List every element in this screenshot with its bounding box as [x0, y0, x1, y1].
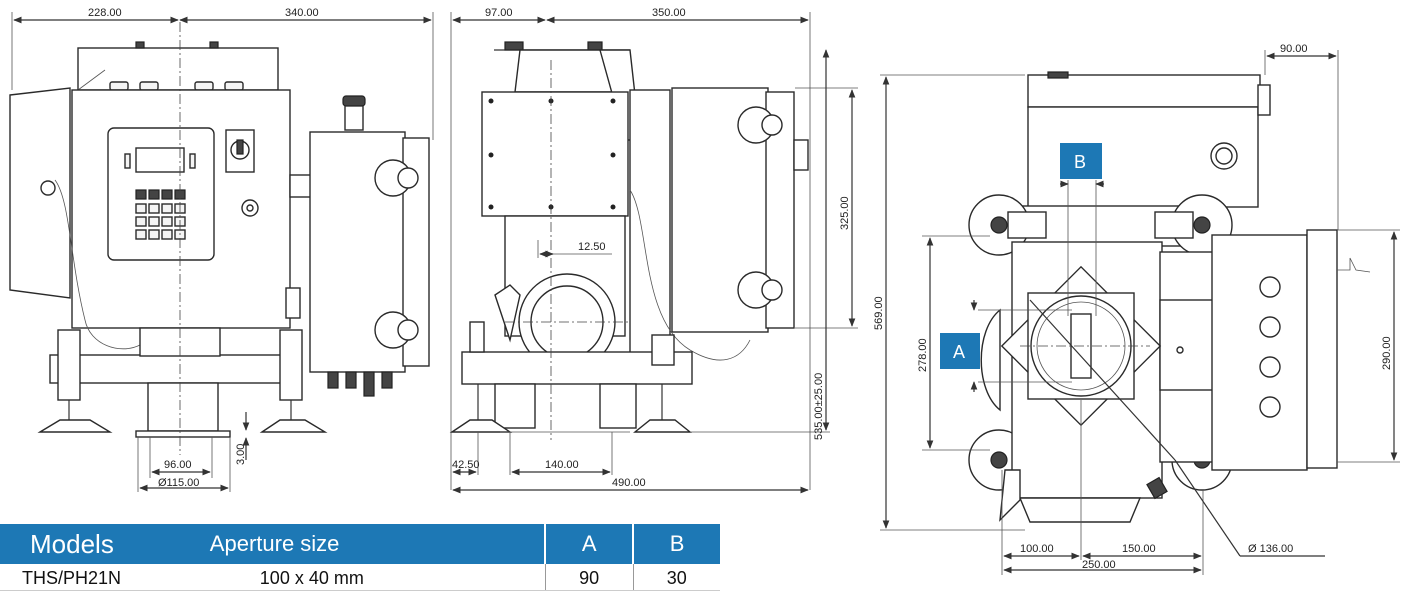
dim-front-340: 340.00	[285, 7, 319, 19]
tag-a: A	[940, 333, 980, 369]
dim-side-535: 535.00±25.00	[813, 373, 825, 440]
tag-a-label: A	[953, 342, 965, 362]
tag-b: B	[1060, 143, 1102, 179]
header-models: Models	[0, 524, 210, 564]
tag-b-label: B	[1074, 152, 1086, 172]
dim-side-12-5: 12.50	[578, 241, 606, 253]
dim-top-150: 150.00	[1122, 543, 1156, 555]
models-table: Models Aperture size A B THS/PH21N 100 x…	[0, 524, 720, 591]
technical-drawing: 228.00 340.00	[9, 7, 1400, 575]
header-aperture: Aperture size	[209, 524, 546, 564]
cell-model: THS/PH21N	[0, 564, 210, 591]
dim-top-90: 90.00	[1280, 43, 1308, 55]
dim-side-97: 97.00	[485, 7, 513, 19]
header-b: B	[632, 524, 720, 564]
top-view: 90.00	[873, 43, 1400, 575]
dim-side-325: 325.00	[839, 196, 851, 230]
dim-top-250: 250.00	[1082, 559, 1116, 571]
cell-aperture: 100 x 40 mm	[209, 564, 546, 591]
dim-front-96: 96.00	[164, 459, 192, 471]
dim-top-569: 569.00	[873, 296, 885, 330]
front-view: 228.00 340.00	[9, 7, 434, 492]
side-view: 97.00 350.00	[449, 7, 858, 494]
dim-side-350: 350.00	[652, 7, 686, 19]
dim-side-140: 140.00	[545, 459, 579, 471]
dim-side-490: 490.00	[612, 477, 646, 489]
dim-top-100: 100.00	[1020, 543, 1054, 555]
table-header-row: Models Aperture size A B	[0, 524, 720, 564]
dim-side-42-5: 42.50	[452, 459, 480, 471]
dim-top-278: 278.00	[917, 338, 929, 372]
table-row: THS/PH21N 100 x 40 mm 90 30	[0, 564, 720, 591]
dim-top-290: 290.00	[1381, 336, 1393, 370]
dim-front-228: 228.00	[88, 7, 122, 19]
dim-front-115: Ø115.00	[158, 477, 199, 489]
header-a: A	[544, 524, 634, 564]
cell-b: 30	[632, 564, 720, 591]
dim-top-136: Ø 136.00	[1248, 543, 1293, 555]
dim-front-3: 3.00	[235, 444, 247, 465]
cell-a: 90	[544, 564, 634, 591]
